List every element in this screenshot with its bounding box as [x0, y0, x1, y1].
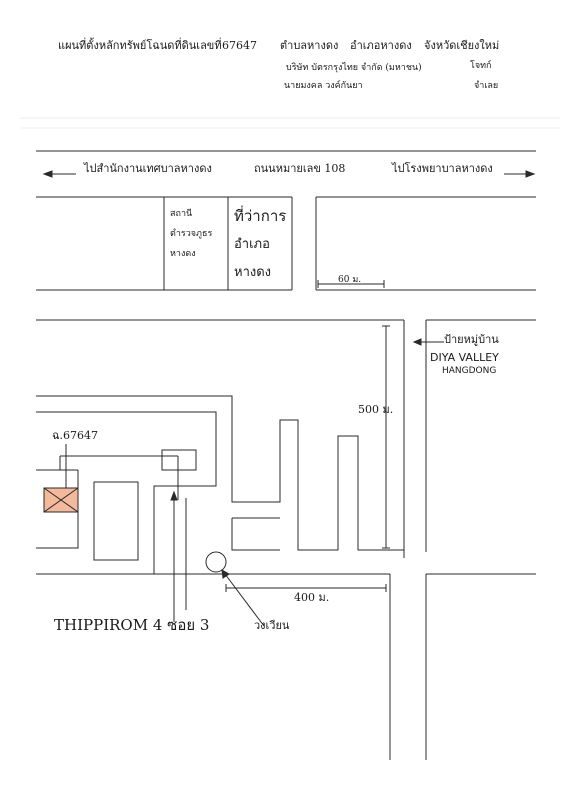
district-office-line-3: หางดง	[234, 265, 272, 280]
defendant-label: จำเลย	[474, 81, 499, 91]
defendant-name: นายมงคล วงค์กันยา	[284, 81, 363, 91]
distance-400: 400 ม.	[294, 591, 330, 604]
soi-label: THIPPIROM 4 ซอย 3	[54, 616, 210, 634]
deed-number: 67647	[222, 39, 257, 52]
distance-60: 60 ม.	[338, 275, 362, 285]
district-office-line-2: อำเภอ	[234, 237, 270, 252]
distance-500: 500 ม.	[358, 403, 394, 416]
roundabout-label: วงเวียน	[254, 619, 290, 632]
header-title: แผนที่ตั้งหลักทรัพย์โฉนดที่ดินเลขที่	[58, 39, 222, 52]
village-sign-label: ป้ายหมู่บ้าน	[444, 333, 499, 346]
plot-label: ฉ.67647	[52, 429, 98, 442]
police-line-3: หางดง	[170, 249, 196, 259]
plot-marker	[43, 487, 79, 513]
district-label: อำเภอหางดง	[350, 39, 412, 52]
main-road-name: ถนนหมายเลข 108	[254, 162, 346, 175]
province-label: จังหวัดเชียงใหม่	[424, 39, 500, 52]
village-subname: HANGDONG	[442, 366, 497, 376]
plaintiff-company: บริษัท บัตรกรุงไทย จำกัด (มหาชน)	[286, 63, 422, 73]
district-office-line-1: ที่ว่าการ	[234, 207, 287, 225]
right-direction-label: ไปโรงพยาบาลหางดง	[392, 162, 493, 175]
village-name: DIYA VALLEY	[430, 351, 499, 364]
police-line-1: สถานี	[170, 209, 193, 219]
left-direction-label: ไปสำนักงานเทศบาลหางดง	[84, 162, 212, 175]
police-line-2: ตำรวจภูธร	[170, 229, 213, 239]
subdistrict-label: ตำบลหางดง	[280, 39, 339, 52]
plaintiff-label: โจทก์	[470, 61, 492, 71]
